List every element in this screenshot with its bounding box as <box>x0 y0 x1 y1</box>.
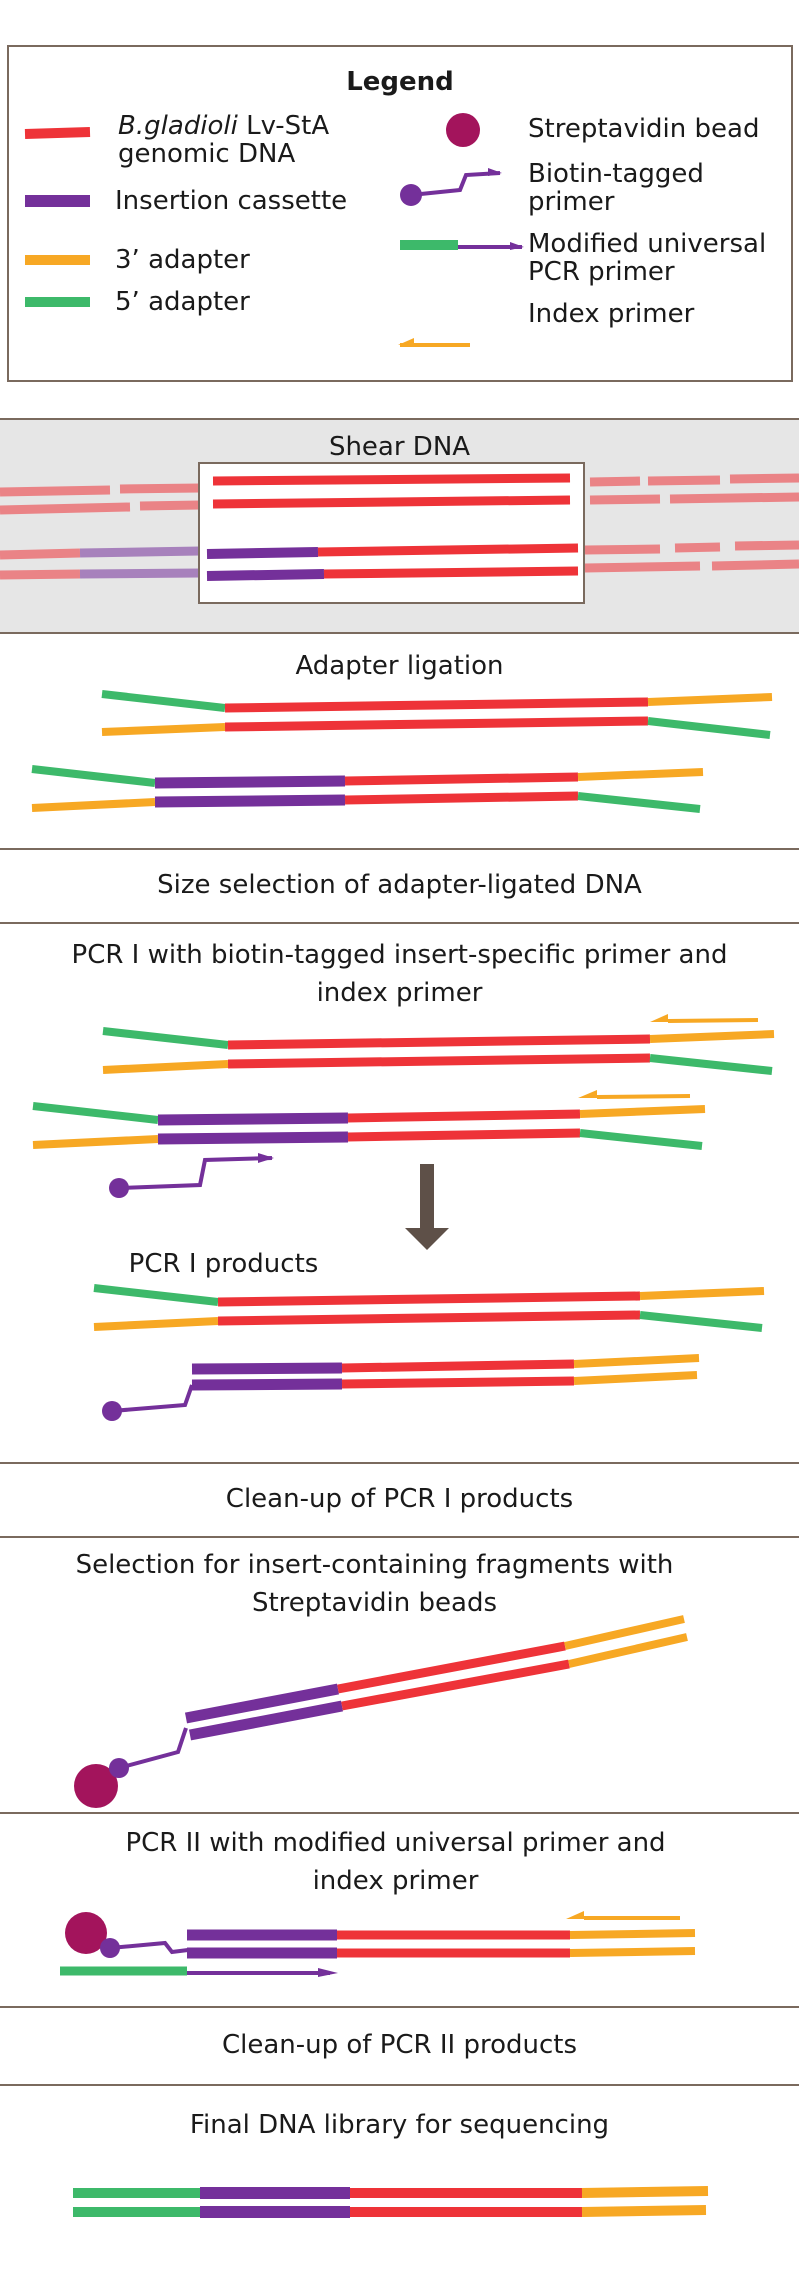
step-title-adapter-ligation: Adapter ligation <box>295 651 504 681</box>
step-title-pcr2: PCR II with modified universal primer an… <box>125 1828 666 1896</box>
panel-adapter-ligation: Adapter ligation <box>0 632 799 848</box>
legend-title: Legend <box>346 67 454 97</box>
panel-pcr1: PCR I with biotin-tagged insert-specific… <box>0 922 799 1462</box>
legend-label-3-adapter: 3’ adapter <box>115 245 250 275</box>
panel-size-selection: Size selection of adapter-ligated DNA <box>0 848 799 922</box>
panel-cleanup-pcr1: Clean-up of PCR I products <box>0 1462 799 1536</box>
panel-cleanup-pcr2: Clean-up of PCR II products <box>0 2006 799 2084</box>
panel-shear-dna: Shear DNA <box>0 418 799 632</box>
legend-label-biotin-primer: Biotin-tagged primer <box>528 159 704 217</box>
legend-label-5-adapter: 5’ adapter <box>115 287 250 317</box>
legend-label-streptavidin-bead: Streptavidin bead <box>528 114 760 144</box>
step-title-selection: Selection for insert-containing fragment… <box>75 1550 674 1618</box>
step-title-final: Final DNA library for sequencing <box>189 2110 610 2140</box>
legend-label-genomic-dna: B.gladioli Lv-StA genomic DNA <box>118 111 330 169</box>
panel-final-library: Final DNA library for sequencing <box>0 2084 799 2272</box>
legend-label-index-primer: Index primer <box>528 299 695 329</box>
step-title-shear: Shear DNA <box>328 432 471 462</box>
step-title-pcr1: PCR I with biotin-tagged insert-specific… <box>71 940 728 1008</box>
step-title-cleanup-pcr1: Clean-up of PCR I products <box>225 1484 574 1514</box>
legend-box: Legend <box>7 45 793 382</box>
legend-label-modified-primer: Modified universal PCR primer <box>528 229 767 287</box>
step-title-size-selection: Size selection of adapter-ligated DNA <box>157 870 642 900</box>
panel-streptavidin-selection: Selection for insert-containing fragment… <box>0 1536 799 1812</box>
step-title-pcr1-products: PCR I products <box>128 1249 319 1279</box>
panel-pcr2: PCR II with modified universal primer an… <box>0 1812 799 2006</box>
step-title-cleanup-pcr2: Clean-up of PCR II products <box>221 2030 578 2060</box>
legend-label-insertion-cassette: Insertion cassette <box>115 186 348 216</box>
